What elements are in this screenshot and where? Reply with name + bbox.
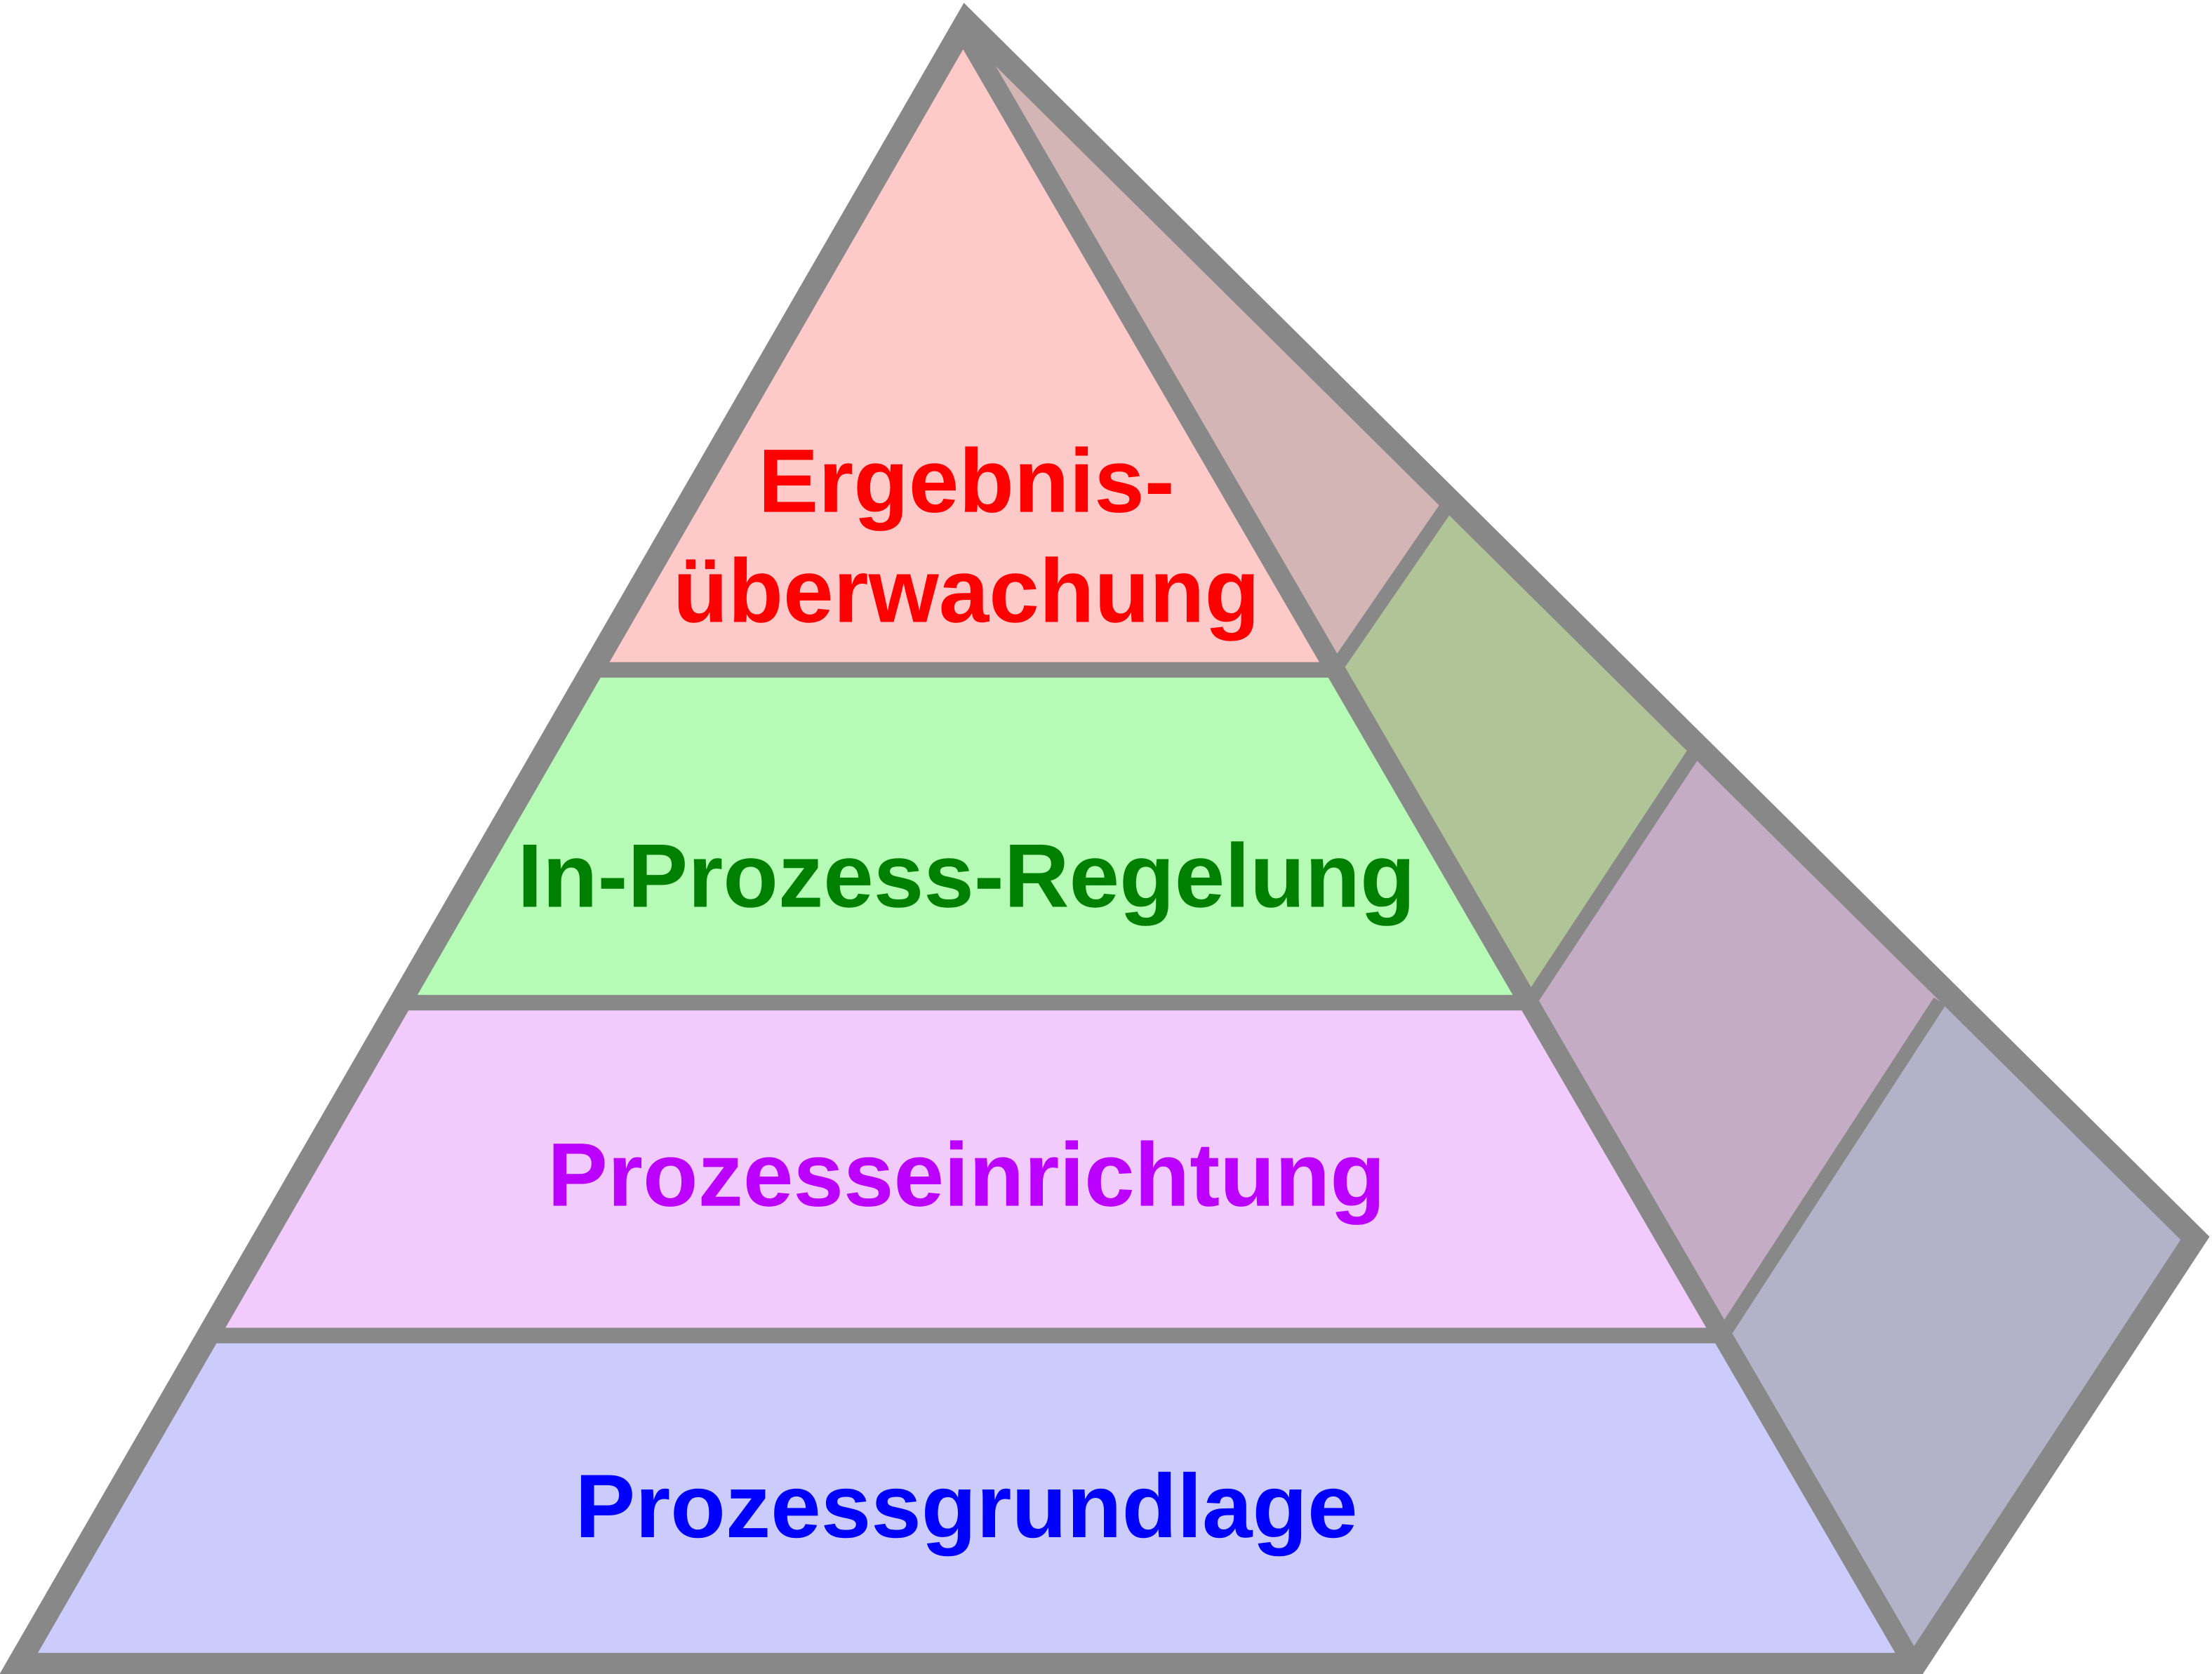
level-3-side [1529, 754, 1940, 1336]
divider-lines [210, 30, 1946, 1666]
pyramid-outline [0, 3, 2210, 1674]
level-1-label-line-2: überwachung [673, 541, 1260, 641]
level-3-label: Prozesseinrichtung [547, 1125, 1385, 1226]
level-1-label-line-1: Ergebnis- [758, 431, 1174, 532]
level-4-label: Prozessgrundlage [575, 1457, 1357, 1557]
level-3-front [210, 1003, 1723, 1336]
level-2-front [403, 669, 1530, 1003]
level-1-side [966, 35, 1446, 670]
level-4-front [21, 1335, 1912, 1661]
level-1-front [598, 35, 1335, 670]
level-1-label: Ergebnis-überwachung [673, 431, 1260, 642]
level-2-label: In-Prozess-Regelung [517, 826, 1415, 927]
